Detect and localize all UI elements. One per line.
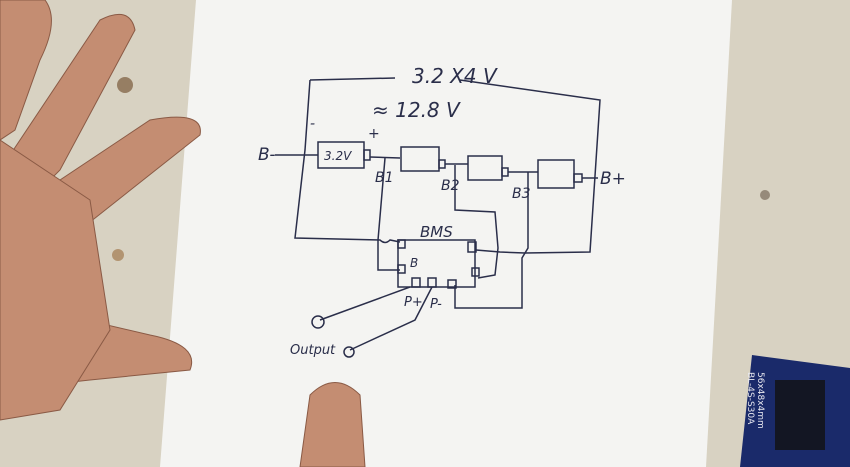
b-plus-label: B+ xyxy=(600,169,626,189)
board-size: 56x48x4mm xyxy=(755,372,765,429)
bms-mark: B xyxy=(410,256,418,270)
cell-2 xyxy=(400,146,440,172)
bms-board: BL-4S-S30A 56x48x4mm xyxy=(740,355,850,467)
pointing-finger xyxy=(299,382,366,467)
top-wire xyxy=(309,77,601,254)
diagram-labels: 3.2 X4 V ≈ 12.8 V - + B- 3.2V B1 B2 B3 B… xyxy=(258,64,626,358)
circuit-drawing xyxy=(275,77,601,358)
table-stain xyxy=(117,77,133,93)
b-minus-label: B- xyxy=(258,145,276,165)
p-minus-lead xyxy=(349,286,433,351)
output-terminal-2 xyxy=(343,346,355,358)
table-stain xyxy=(760,190,770,200)
b2-wire xyxy=(454,165,499,279)
cell-voltage: 3.2V xyxy=(324,149,352,163)
table-stain xyxy=(112,249,124,261)
p-minus-label: P- xyxy=(430,297,442,312)
plus-sign: + xyxy=(368,126,380,142)
minus-sign: - xyxy=(310,116,315,132)
minus-wire xyxy=(294,79,401,244)
p-plus-lead xyxy=(319,286,411,321)
tap-label-b1: B1 xyxy=(375,170,394,186)
output-label: Output xyxy=(290,343,336,358)
b1-wire xyxy=(377,157,400,271)
bms-label: BMS xyxy=(420,223,453,241)
total-voltage: ≈ 12.8 V xyxy=(372,98,461,122)
title-formula: 3.2 X4 V xyxy=(412,64,498,88)
tap-label-b2: B2 xyxy=(441,178,460,194)
p-plus-label: P+ xyxy=(404,295,423,310)
paper-sheet xyxy=(160,0,732,467)
left-hand xyxy=(0,0,201,421)
board-model: BL-4S-S30A xyxy=(745,372,755,425)
tap-label-b3: B3 xyxy=(512,186,531,202)
b3-wire xyxy=(454,172,529,309)
output-terminal-1 xyxy=(311,315,325,329)
cell-1-terminal xyxy=(363,149,371,161)
